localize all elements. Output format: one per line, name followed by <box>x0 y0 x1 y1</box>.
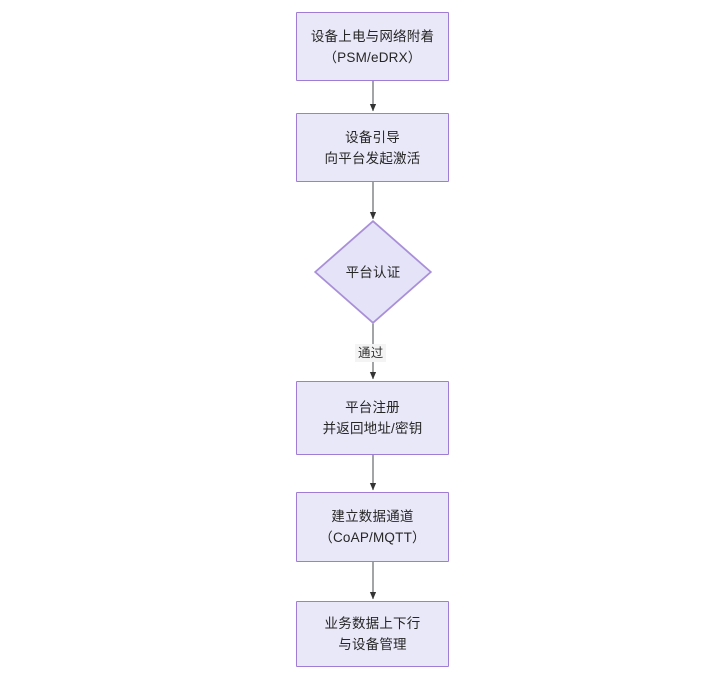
flow-node-business-data[interactable]: 业务数据上下行 与设备管理 <box>296 601 449 667</box>
flow-node-label: 业务数据上下行 与设备管理 <box>324 616 421 652</box>
flow-node-label: 设备上电与网络附着 （PSM/eDRX） <box>310 28 435 65</box>
flow-node-platform-auth-decision[interactable]: 平台认证 <box>314 220 432 324</box>
edge-label-pass: 通过 <box>355 344 387 362</box>
flow-node-label: 建立数据通道 （CoAP/MQTT） <box>319 509 426 545</box>
flow-node-label: 平台注册 并返回地址/密钥 <box>322 400 423 436</box>
flow-node-platform-register[interactable]: 平台注册 并返回地址/密钥 <box>296 381 449 455</box>
flow-node-power-on[interactable]: 设备上电与网络附着 （PSM/eDRX） <box>296 12 449 81</box>
flow-node-label: 平台认证 <box>345 264 401 280</box>
flow-node-bootstrap[interactable]: 设备引导 向平台发起激活 <box>296 113 449 182</box>
flow-node-label: 设备引导 向平台发起激活 <box>324 129 421 166</box>
diamond-shape-icon <box>314 220 432 324</box>
flow-node-data-channel[interactable]: 建立数据通道 （CoAP/MQTT） <box>296 492 449 562</box>
